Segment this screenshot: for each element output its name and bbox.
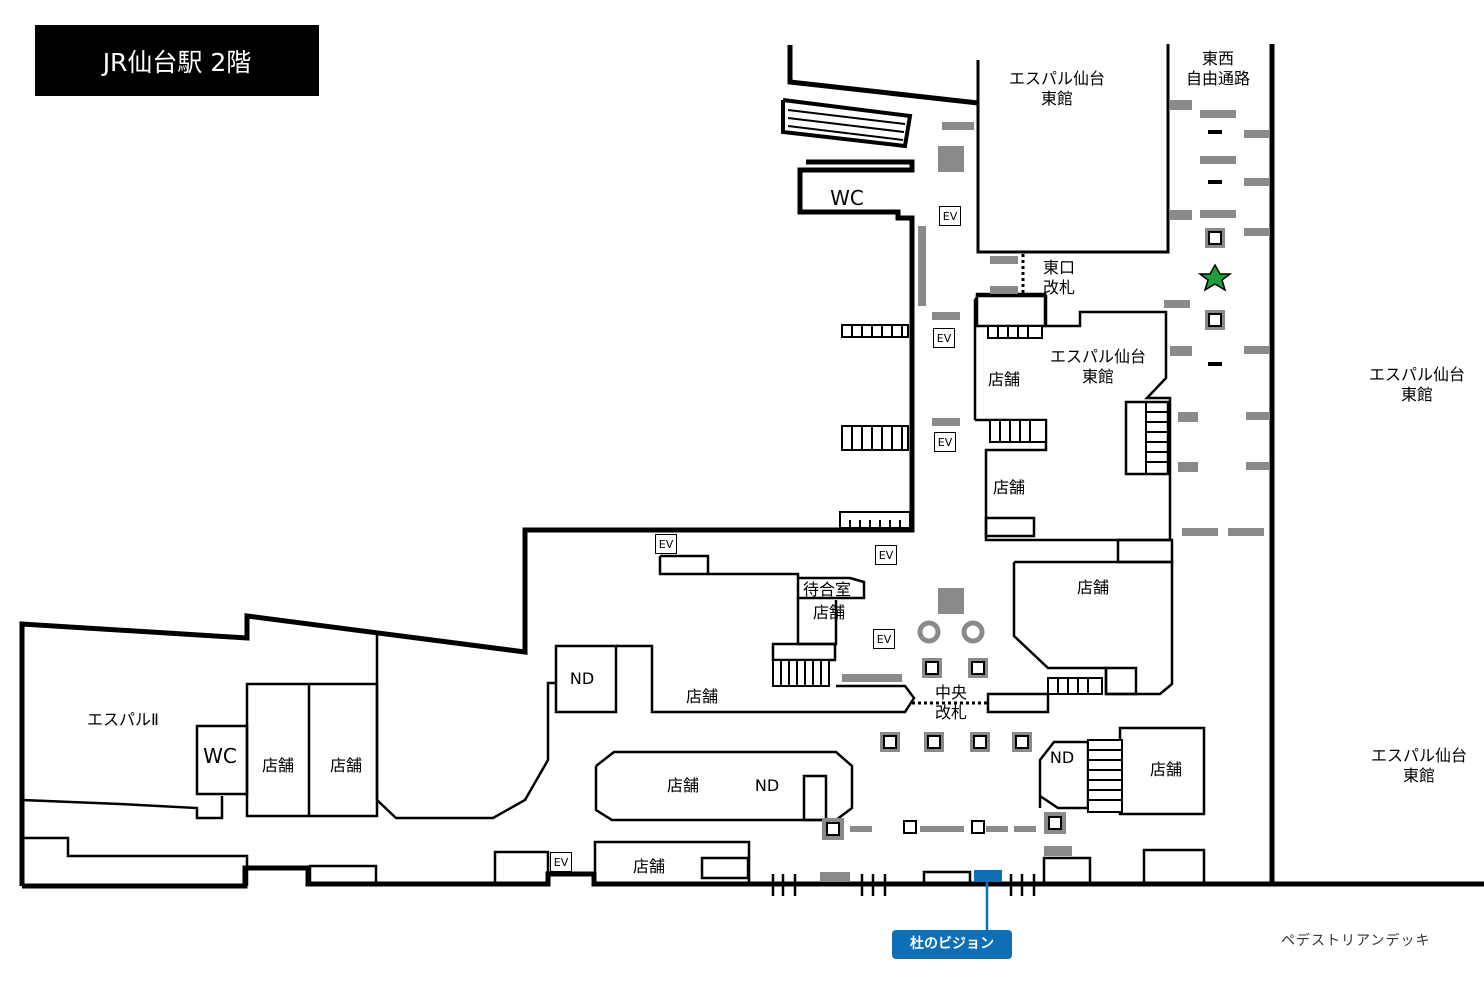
label-nd-left: ND (569, 669, 595, 688)
label-wc-top: WC (830, 186, 864, 210)
label-shop: 店舗 (632, 857, 666, 876)
east-gate-box (975, 292, 1047, 328)
label-espal-east-right1: エスパル仙台 東館 (1368, 365, 1466, 404)
stair-central-left (772, 659, 830, 687)
shop-block-left (245, 682, 379, 818)
stairs (772, 109, 1168, 813)
east-lower-stair (984, 516, 1036, 538)
label-shop: 店舗 (987, 370, 1021, 389)
elevator-icon: EV (550, 852, 572, 872)
label-espal-east-mid: エスパル仙台 東館 (1049, 347, 1147, 386)
elevator-icon: EV (933, 328, 955, 348)
south-right-stair (1142, 848, 1206, 886)
label-central-gate: 中央 改札 (934, 683, 968, 722)
label-shop: 店舗 (1076, 578, 1110, 597)
south-ticks (771, 874, 1036, 896)
east-small-box (1104, 666, 1138, 696)
stair-east-escalator (1145, 402, 1168, 474)
pillars (822, 130, 1225, 840)
espal-east-mid (973, 294, 1172, 542)
label-wc-left: WC (203, 744, 237, 768)
label-shop: 店舗 (685, 687, 719, 706)
wc-left-box (195, 724, 249, 796)
label-shop: 店舗 (261, 756, 295, 775)
stair-east-gate (987, 325, 1043, 339)
elevator-icon: EV (873, 629, 895, 649)
label-shop: 店舗 (992, 478, 1026, 497)
central-gate-box (986, 692, 1050, 714)
page-title: JR仙台駅 2階 (35, 25, 319, 96)
stair-east-shop (1047, 677, 1103, 695)
south-shop-stair (700, 856, 750, 880)
label-waiting-room: 待合室 (802, 580, 852, 599)
label-nd-center: ND (754, 776, 780, 795)
ev-bay-left (493, 850, 550, 884)
stair-west-2 (841, 425, 909, 451)
espal2-lower (22, 836, 249, 886)
label-espal-east-right2: エスパル仙台 東館 (1370, 746, 1468, 785)
label-espal-east-top: エスパル仙台 東館 (1008, 69, 1106, 108)
stair-east-mid (989, 419, 1047, 443)
south-right-bay (1042, 856, 1092, 886)
label-east-gate: 東口 改札 (1042, 258, 1076, 297)
landmark-screen (974, 870, 1002, 882)
stair-nd-right (1087, 739, 1123, 813)
label-shop: 店舗 (329, 756, 363, 775)
small-bay (308, 864, 378, 886)
nd-left-box (554, 644, 618, 714)
north-stair-block (781, 98, 913, 149)
label-shop: 店舗 (1149, 760, 1183, 779)
label-pedestrian-deck: ペデストリアンデッキ (1281, 933, 1431, 949)
south-small-bay (922, 870, 972, 886)
elevator-icon: EV (655, 534, 677, 554)
stair-west-3 (839, 511, 911, 529)
ev-corridor (660, 554, 710, 574)
label-shop: 店舗 (812, 603, 846, 622)
label-shop: 店舗 (666, 776, 700, 795)
curved-zone (375, 634, 556, 820)
west-wall (19, 159, 915, 886)
gate-lines (912, 254, 1025, 705)
label-espal-ii: エスパルⅡ (87, 710, 159, 729)
label-east-west-passage: 東西 自由通路 (1185, 49, 1251, 88)
elevator-icon: EV (939, 206, 961, 226)
current-location-star-icon (1197, 263, 1233, 292)
stair-landing (771, 642, 837, 662)
center-shop-block (594, 750, 854, 822)
elevator-icon: EV (934, 432, 956, 452)
east-shop-stair (1116, 538, 1174, 564)
central-shop-outline (616, 644, 916, 714)
stair-north (787, 109, 906, 141)
south-wall (22, 865, 1484, 889)
north-wall (787, 45, 979, 106)
stair-west-1 (841, 324, 909, 338)
espal2-inner (21, 796, 224, 820)
elevator-icon: EV (875, 545, 897, 565)
label-nd-right: ND (1049, 748, 1075, 767)
inner-walls (21, 292, 1206, 886)
grey-markers (820, 100, 1270, 882)
espal-east-building (976, 44, 1170, 254)
center-shop-stair (802, 774, 828, 822)
waiting-room-outline (658, 556, 866, 600)
landmark-mori-vision-badge[interactable]: 杜のビジョン (892, 930, 1012, 959)
